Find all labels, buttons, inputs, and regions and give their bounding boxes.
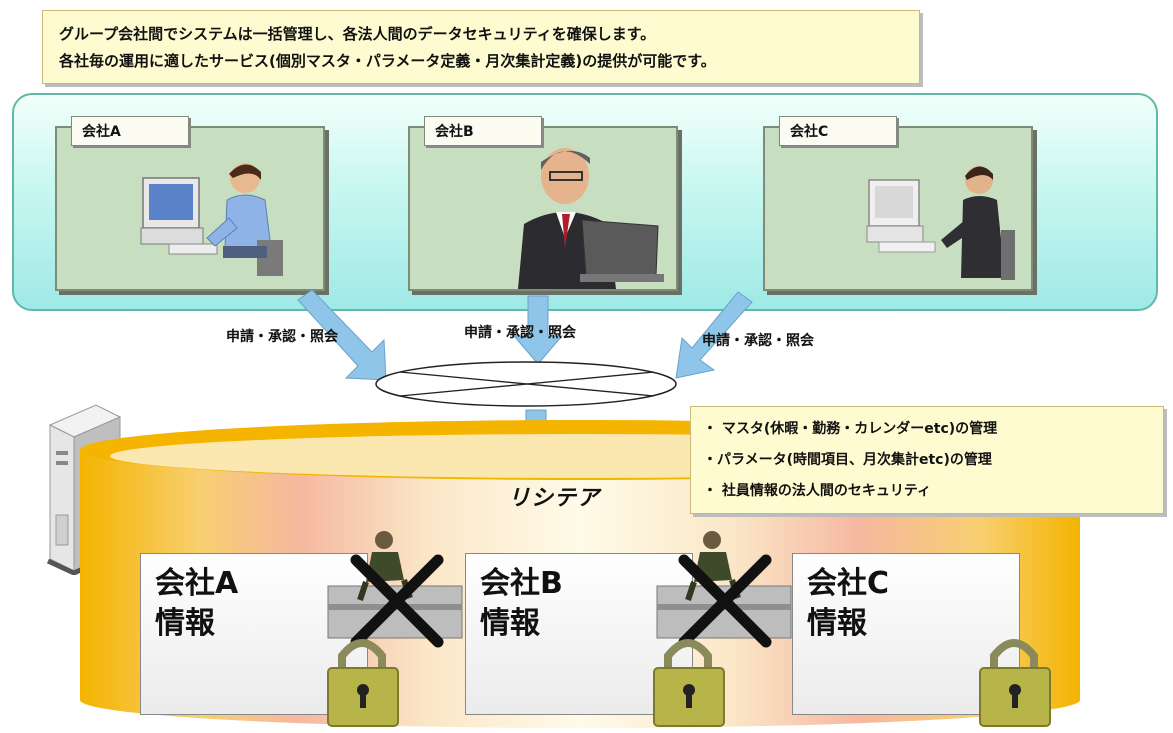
feature-item-master: ・ マスタ(休暇・勤務・カレンダーetc)の管理: [703, 421, 998, 437]
features-note: ・ マスタ(休暇・勤務・カレンダーetc)の管理 ・パラメータ(時間項目、月次集…: [690, 406, 1164, 514]
flow-label-c: 申請・承認・照会: [702, 333, 814, 349]
top-note-line-2: 各社毎の運用に適したサービス(個別マスタ・パラメータ定義・月次集計定義)の提供が…: [59, 52, 716, 70]
company-card-b: 会社B: [408, 116, 678, 291]
company-card-c: 会社C: [763, 116, 1033, 291]
info-title: 会社A: [155, 566, 239, 601]
info-title: 会社C: [807, 566, 890, 601]
lock-icon: [653, 639, 725, 727]
flow-label-a: 申請・承認・照会: [226, 329, 338, 345]
info-subtitle: 情報: [480, 606, 540, 641]
flow-label-b: 申請・承認・照会: [464, 325, 576, 341]
top-note: グループ会社間でシステムは一括管理し、各法人間のデータセキュリティを確保します。…: [42, 10, 920, 84]
barrier-a-b: [327, 531, 463, 648]
info-subtitle: 情報: [807, 606, 867, 641]
company-label-a: 会社A: [71, 116, 189, 146]
intruder-icon: [357, 531, 413, 601]
office-worker-illustration: [866, 166, 1015, 280]
company-label-b: 会社B: [424, 116, 542, 146]
info-subtitle: 情報: [155, 606, 215, 641]
arrow-icon: [512, 295, 564, 365]
company-label-c: 会社C: [779, 116, 897, 146]
top-note-line-1: グループ会社間でシステムは一括管理し、各法人間のデータセキュリティを確保します。: [59, 25, 656, 43]
company-card-a: 会社A: [55, 116, 325, 291]
barrier-b-c: [656, 531, 792, 648]
feature-item-security: ・ 社員情報の法人間のセキュリティ: [703, 483, 932, 499]
info-title: 会社B: [480, 566, 563, 601]
database-name: リシテア: [508, 486, 601, 511]
lock-icon: [327, 639, 399, 727]
businessman-laptop-illustration: [518, 148, 664, 289]
office-worker-illustration: [140, 163, 283, 276]
arrow-icon: [675, 291, 753, 379]
arrow-icon: [297, 289, 387, 381]
feature-item-parameter: ・パラメータ(時間項目、月次集計etc)の管理: [703, 452, 992, 468]
lock-icon: [979, 639, 1051, 727]
